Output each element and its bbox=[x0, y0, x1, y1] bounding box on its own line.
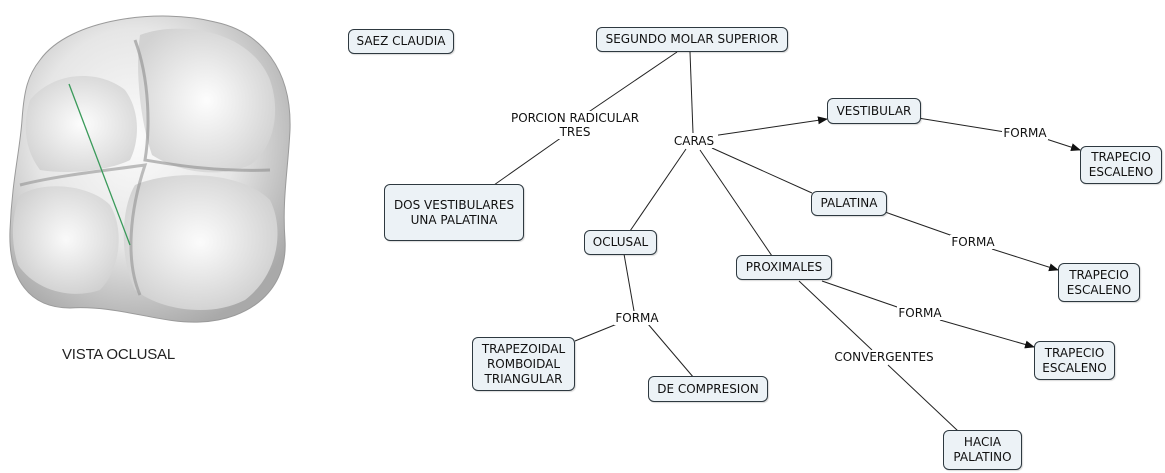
link-forma-trapezoidal bbox=[574, 323, 618, 342]
node-hacia-palatino[interactable]: HACIA PALATINO bbox=[943, 430, 1022, 470]
node-oclusal[interactable]: OCLUSAL bbox=[584, 230, 657, 255]
node-palatina-shape[interactable]: TRAPECIO ESCALENO bbox=[1058, 263, 1140, 302]
link-caras-proximales bbox=[699, 149, 773, 257]
link-proximales-forma bbox=[821, 280, 901, 309]
label-caras: CARAS bbox=[670, 134, 718, 148]
link-palatina-forma bbox=[884, 211, 954, 237]
node-author[interactable]: SAEZ CLAUDIA bbox=[348, 29, 454, 54]
link-convergentes-palatino bbox=[887, 364, 959, 432]
node-vestibular[interactable]: VESTIBULAR bbox=[827, 98, 921, 124]
label-forma-oclusal: FORMA bbox=[614, 311, 660, 325]
link-forma-trapecio-proximales bbox=[939, 319, 1035, 349]
node-proximales-shape[interactable]: TRAPECIO ESCALENO bbox=[1034, 341, 1115, 380]
label-porcion-radicular: PORCION RADICULAR TRES bbox=[506, 111, 644, 139]
link-radicular-roots bbox=[493, 134, 566, 186]
node-proximales[interactable]: PROXIMALES bbox=[736, 255, 832, 280]
label-forma-palatina: FORMA bbox=[950, 235, 996, 249]
label-forma-vestibular: FORMA bbox=[1002, 126, 1048, 140]
link-vestibular-forma bbox=[917, 117, 1006, 133]
node-oclusal-shape[interactable]: TRAPEZOIDAL ROMBOIDAL TRIANGULAR bbox=[472, 337, 575, 391]
link-caras-vestibular bbox=[711, 116, 828, 137]
link-oclusal-forma bbox=[623, 253, 635, 312]
link-proximales-convergentes bbox=[798, 280, 873, 351]
node-palatina[interactable]: PALATINA bbox=[811, 191, 887, 216]
link-forma-trapecio-palatina bbox=[991, 248, 1059, 272]
molar-occlusal-illustration bbox=[9, 15, 291, 323]
node-de-compresion[interactable]: DE COMPRESION bbox=[648, 376, 768, 402]
node-root-segundo-molar[interactable]: SEGUNDO MOLAR SUPERIOR bbox=[596, 27, 788, 52]
link-caras-oclusal bbox=[629, 148, 687, 232]
node-vestibular-shape[interactable]: TRAPECIO ESCALENO bbox=[1080, 146, 1162, 184]
node-roots-detail[interactable]: DOS VESTIBULARES UNA PALATINA bbox=[384, 184, 524, 241]
image-caption: VISTA OCLUSAL bbox=[62, 346, 175, 363]
label-convergentes: CONVERGENTES bbox=[830, 350, 938, 364]
label-forma-proximales: FORMA bbox=[897, 306, 943, 320]
link-forma-compresion bbox=[647, 323, 695, 379]
link-caras-palatina bbox=[711, 147, 813, 194]
link-root-caras bbox=[689, 51, 694, 134]
